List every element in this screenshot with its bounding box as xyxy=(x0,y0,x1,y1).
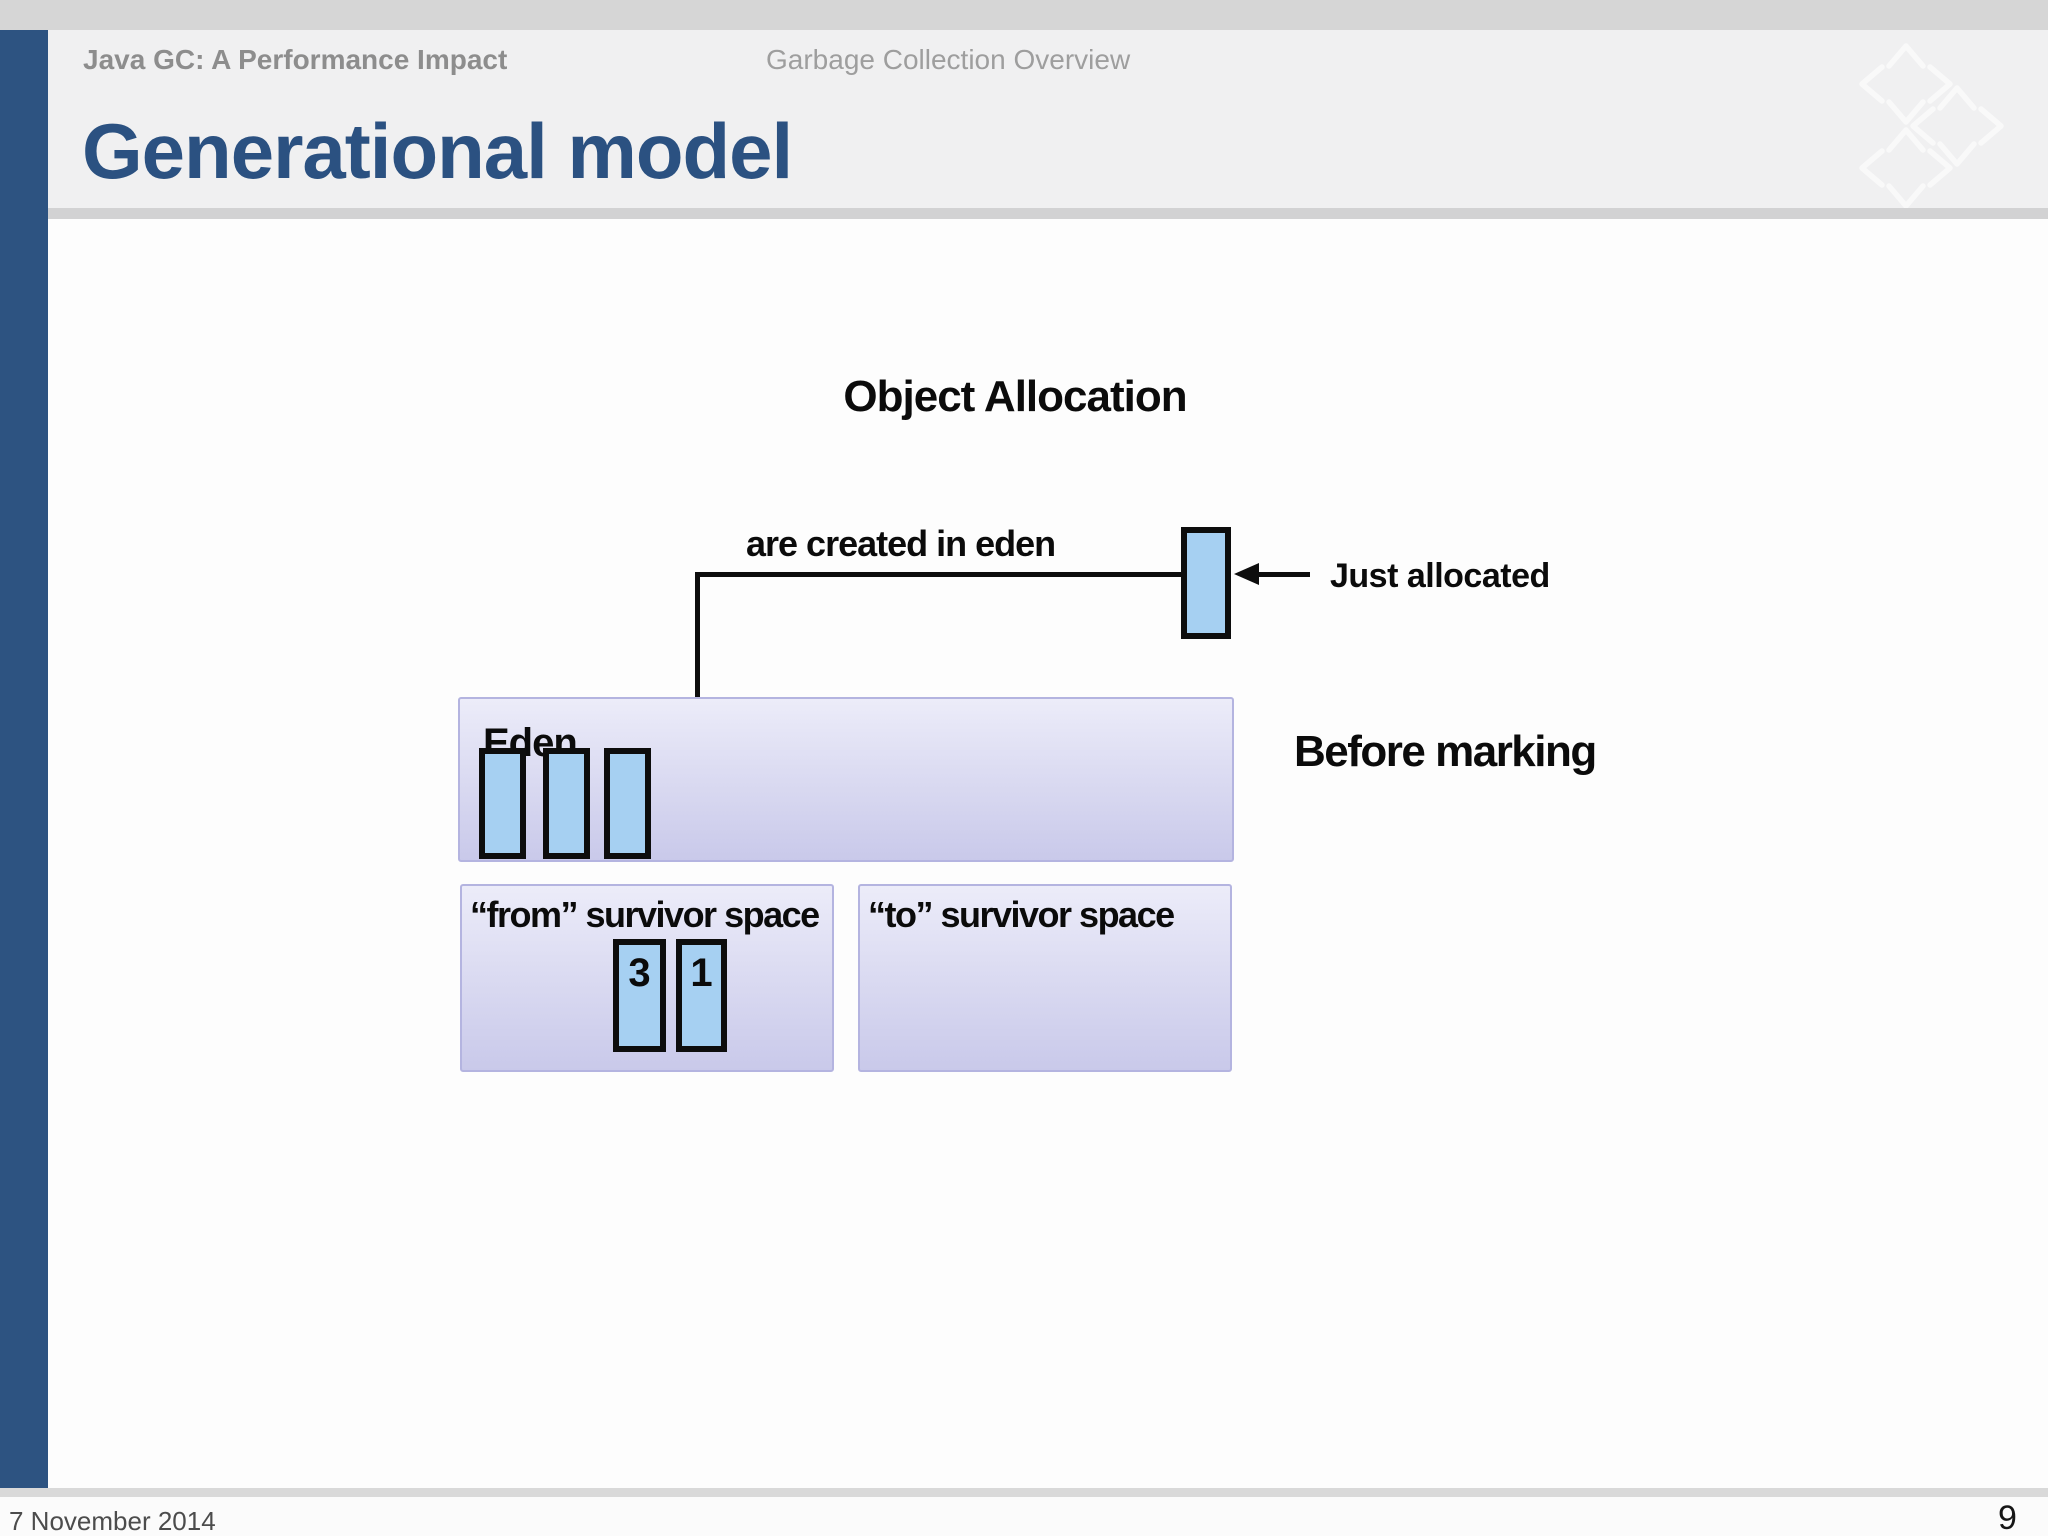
footer-band xyxy=(0,1497,2048,1536)
page-number: 9 xyxy=(1998,1499,2017,1536)
survivor-object-age-3: 3 xyxy=(613,939,666,1052)
just-allocated-object xyxy=(1181,527,1231,639)
from-survivor-space-box: “from” survivor space 3 1 xyxy=(460,884,834,1072)
footer-date: 7 November 2014 xyxy=(9,1506,216,1536)
from-survivor-label: “from” survivor space xyxy=(470,894,820,935)
footer-divider xyxy=(0,1488,2048,1497)
survivor-object-age-1: 1 xyxy=(676,939,727,1052)
eden-object xyxy=(543,748,590,859)
just-allocated-label: Just allocated xyxy=(1330,557,1550,595)
to-survivor-label: “to” survivor space xyxy=(868,894,1175,935)
header-divider xyxy=(48,208,2048,219)
arrow-line-allocated xyxy=(1256,572,1310,577)
arrow-line-horizontal xyxy=(695,572,1182,577)
eden-annotation: are created in eden xyxy=(746,523,1056,564)
top-strip xyxy=(0,0,2048,30)
page-title: Generational model xyxy=(82,107,793,195)
to-survivor-space-box: “to” survivor space xyxy=(858,884,1232,1072)
eden-object xyxy=(604,748,651,859)
section-title: Garbage Collection Overview xyxy=(766,44,1131,75)
deck-title: Java GC: A Performance Impact xyxy=(83,44,508,75)
accent-sidebar xyxy=(0,30,48,1488)
header-band xyxy=(0,30,2048,208)
before-marking-label: Before marking xyxy=(1294,727,1597,776)
eden-object xyxy=(479,748,526,859)
arrowhead-left-icon xyxy=(1234,563,1259,585)
eden-space-box: Eden xyxy=(458,697,1234,862)
diagram-title: Object Allocation xyxy=(843,372,1187,421)
chevron-logo-icon xyxy=(1859,43,2004,209)
arrow-line-vertical xyxy=(695,572,700,758)
